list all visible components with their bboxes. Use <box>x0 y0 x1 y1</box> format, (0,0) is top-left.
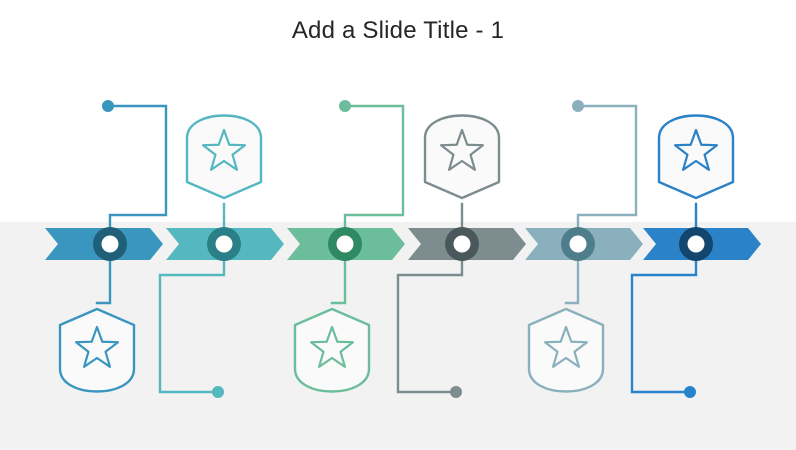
node-center-5[interactable] <box>569 235 587 253</box>
process-step-5 <box>525 100 643 393</box>
process-step-1 <box>45 100 168 393</box>
node-center-4[interactable] <box>453 235 471 253</box>
endpoint-dot-2 <box>212 386 224 398</box>
endpoint-dot-5 <box>572 100 584 112</box>
shield-icon-2 <box>185 114 263 200</box>
connector-line-6 <box>630 242 698 394</box>
star-icon-4 <box>439 128 485 171</box>
node-center-1[interactable] <box>101 235 119 253</box>
connector-line-3 <box>343 104 405 246</box>
shield-icon-1 <box>58 307 136 393</box>
badge-stem-5 <box>564 242 580 305</box>
badge-stem-1 <box>95 242 112 305</box>
connector-group-3 <box>330 100 405 305</box>
badge-1 <box>58 307 136 393</box>
badge-stem-3 <box>330 242 347 305</box>
star-icon-6 <box>673 128 719 171</box>
endpoint-dot-1 <box>102 100 114 112</box>
node-center-3[interactable] <box>336 235 354 253</box>
shield-icon-5 <box>527 307 605 393</box>
process-step-3 <box>287 100 405 393</box>
connector-line-4 <box>396 242 464 394</box>
endpoint-dot-6 <box>684 386 696 398</box>
connector-line-2 <box>158 242 226 394</box>
star-icon-2 <box>201 128 247 171</box>
badge-2 <box>185 114 263 200</box>
star-icon-1 <box>74 325 120 368</box>
shield-icon-3 <box>293 307 371 393</box>
process-step-2 <box>158 114 284 398</box>
connector-line-1 <box>108 104 168 246</box>
process-step-4 <box>396 114 526 398</box>
badge-3 <box>293 307 371 393</box>
shield-icon-6 <box>657 114 735 200</box>
connector-group-1 <box>95 100 168 305</box>
connector-line-5 <box>576 104 638 246</box>
node-center-2[interactable] <box>215 235 233 253</box>
endpoint-dot-3 <box>339 100 351 112</box>
connector-group-5 <box>564 100 638 305</box>
node-center-6[interactable] <box>687 235 705 253</box>
page-title: Add a Slide Title - 1 <box>291 17 505 44</box>
star-icon-5 <box>543 325 589 368</box>
process-step-6 <box>630 114 761 398</box>
badge-5 <box>527 307 605 393</box>
shield-icon-4 <box>423 114 501 200</box>
badge-6 <box>657 114 735 200</box>
endpoint-dot-4 <box>450 386 462 398</box>
badge-4 <box>423 114 501 200</box>
connector-group-2 <box>158 202 226 398</box>
star-icon-3 <box>309 325 355 368</box>
